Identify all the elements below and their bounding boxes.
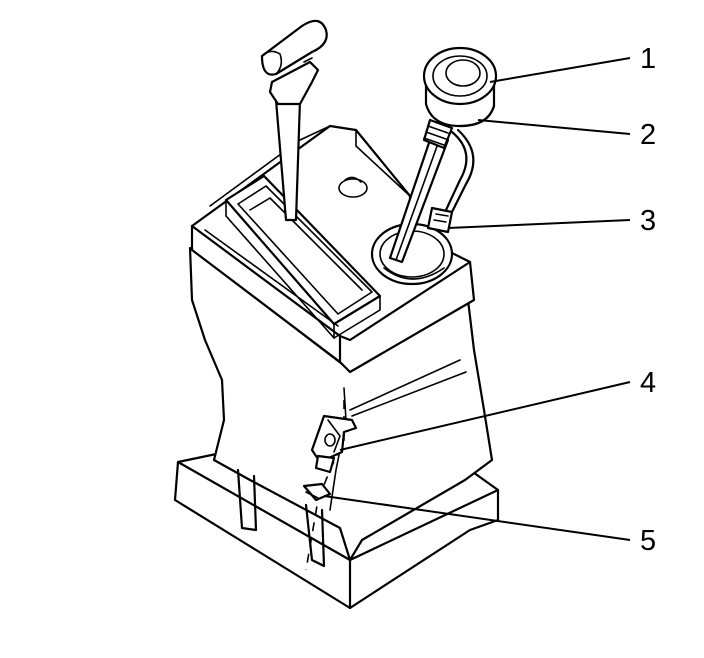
callout-5: 5: [640, 525, 656, 557]
callout-3: 3: [640, 205, 656, 237]
leader-line-5: [323, 495, 631, 541]
gauge-assembly: [388, 46, 498, 264]
leader-line-2: [477, 119, 631, 135]
leader-lines: [323, 57, 631, 541]
shift-lever: [260, 19, 328, 222]
callout-2: 2: [640, 119, 656, 151]
console-top: [190, 124, 476, 374]
callout-1: 1: [640, 43, 656, 75]
leader-line-1: [489, 57, 631, 83]
console-body: [173, 246, 500, 610]
leader-line-4: [339, 381, 631, 451]
mounting-hardware: [302, 400, 358, 571]
leader-line-3: [447, 219, 631, 229]
callout-labels: 1 2 3 4 5: [640, 43, 656, 557]
callout-4: 4: [640, 367, 656, 399]
